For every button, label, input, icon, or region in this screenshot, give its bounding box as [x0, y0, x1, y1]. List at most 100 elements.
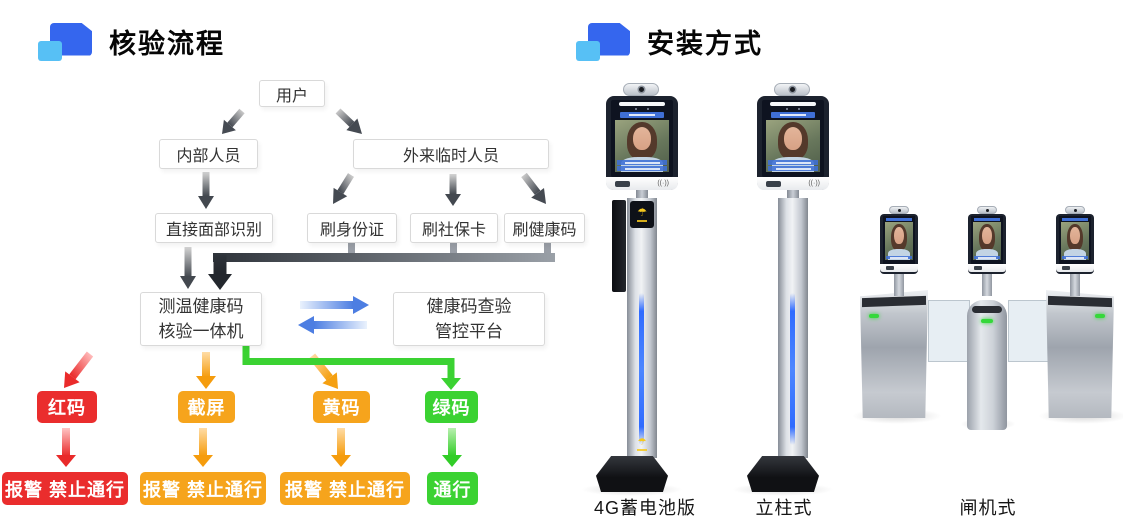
device-label-4g-battery: 4G蓄电池版: [593, 498, 696, 518]
node-control-platform: 健康码查验 管控平台: [393, 292, 545, 346]
screen-title-banner: [1062, 218, 1088, 221]
reader-bar: ((·)): [606, 177, 678, 190]
gate-cabinet-right: [1046, 290, 1114, 418]
reader-bar: ((·)): [757, 177, 829, 190]
arrow-machine-to-yellow-code: [308, 353, 338, 389]
contactless-icon: ((·)): [808, 180, 820, 187]
node-internal-personnel: 内部人员: [159, 139, 258, 169]
device-pedestal: [982, 274, 992, 296]
device-screen: [883, 216, 915, 264]
arrow-external-to-social: [445, 174, 461, 206]
device-screen: [762, 100, 824, 177]
turnstile-device: [880, 206, 918, 302]
node-health-code: 刷健康码: [504, 213, 585, 243]
camera-pod: [774, 83, 810, 96]
face-photo: [615, 120, 669, 172]
machine-line2: 核验一体机: [158, 322, 244, 341]
device-pole: ☂: [627, 198, 657, 458]
node-social-card: 刷社保卡: [410, 213, 498, 243]
pole-connector: [636, 190, 648, 199]
arrow-platform-to-machine: [298, 316, 367, 334]
arrow-screenshot-to-result: [193, 428, 213, 467]
gate-cabinet-left: [860, 290, 928, 418]
gate-cabinet-middle: [967, 300, 1007, 430]
screen-status-strips: [973, 255, 1001, 260]
screen-status-strips: [766, 159, 820, 172]
reader-bar: [968, 264, 1006, 272]
arrow-internal-to-face: [198, 172, 214, 209]
umbrella-icon: ☂: [637, 437, 647, 448]
result-red-alarm: 报警 禁止通行: [2, 472, 128, 505]
battery-box: [612, 200, 626, 292]
card-reader-slot: [766, 180, 781, 187]
face-photo: [766, 120, 820, 172]
arrow-face-to-machine: [180, 247, 196, 289]
node-face-recognition: 直接面部识别: [155, 213, 273, 243]
camera-lens-icon: [789, 87, 795, 92]
camera-pod: [977, 206, 997, 214]
result-screenshot-alarm: 报警 禁止通行: [140, 472, 266, 505]
led-strip: [790, 293, 795, 445]
device-screen-panel: [880, 214, 918, 274]
turnstile-device: [968, 206, 1006, 302]
machine-line1: 测温健康码: [158, 297, 244, 316]
screen-title-banner: [974, 218, 1000, 221]
turnstile-device: [1056, 206, 1094, 302]
face-photo: [1061, 222, 1089, 260]
arrow-red-to-result: [56, 428, 76, 467]
code-yellow: 黄码: [313, 391, 370, 423]
arrow-machine-to-platform: [300, 296, 369, 314]
lane-open-indicator: [1095, 314, 1105, 318]
arrow-machine-to-screenshot: [196, 352, 216, 389]
cabinet-top-band: [972, 306, 1002, 313]
device-base: [747, 456, 819, 492]
platform-line1: 健康码查验: [426, 297, 512, 316]
led-strip: [639, 293, 644, 445]
flow-title: 核验流程: [109, 29, 225, 59]
arrow-bar-to-machine: [208, 255, 232, 290]
fill-light: [770, 102, 816, 106]
contactless-icon: ((·)): [657, 180, 669, 187]
install-panel: ((·)) ☂ ☂: [565, 0, 1123, 528]
device-screen: [971, 216, 1003, 264]
sensor-dots: [786, 108, 800, 110]
sensor-dots: [635, 108, 649, 110]
section-mark-icon: [576, 22, 630, 61]
arrow-green-to-result: [442, 428, 462, 467]
node-user: 用户: [259, 80, 325, 107]
gate-glass-panel: [1008, 300, 1050, 362]
section-mark-icon: [38, 22, 92, 61]
node-id-card: 刷身份证: [307, 213, 397, 243]
camera-pod: [623, 83, 659, 96]
device-screen-panel: ((·)): [757, 96, 829, 190]
collector-bar: [213, 243, 555, 262]
umbrella-icon: ☂: [637, 206, 647, 219]
arrow-machine-to-green-code: [242, 346, 461, 390]
fill-light: [619, 102, 665, 106]
device-base: [596, 456, 668, 492]
node-verification-machine: 测温健康码 核验一体机: [140, 292, 262, 346]
screen-status-strips: [1061, 255, 1089, 260]
screen-status-strips: [615, 159, 669, 172]
install-header: 安装方式: [576, 22, 763, 61]
reader-bar: [1056, 264, 1094, 272]
lane-open-indicator: [869, 314, 879, 318]
device-pole: [778, 198, 808, 458]
code-red: 红码: [37, 391, 97, 423]
device-screen-panel: [968, 214, 1006, 274]
arrow-external-to-health: [521, 172, 546, 204]
arrow-user-to-internal: [222, 108, 245, 134]
device-screen-panel: ((·)): [606, 96, 678, 190]
camera-pod: [1065, 206, 1085, 214]
reader-bar: [880, 264, 918, 272]
brand-mark: [637, 449, 647, 451]
face-photo: [885, 222, 913, 260]
screen-title-banner: [886, 218, 912, 221]
code-screenshot: 截屏: [178, 391, 235, 423]
screen-status-strips: [885, 255, 913, 260]
arrow-external-to-idcard: [333, 173, 354, 204]
screen-title-banner: [620, 112, 664, 118]
gate-glass-panel: [928, 300, 970, 362]
result-yellow-alarm: 报警 禁止通行: [280, 472, 410, 505]
